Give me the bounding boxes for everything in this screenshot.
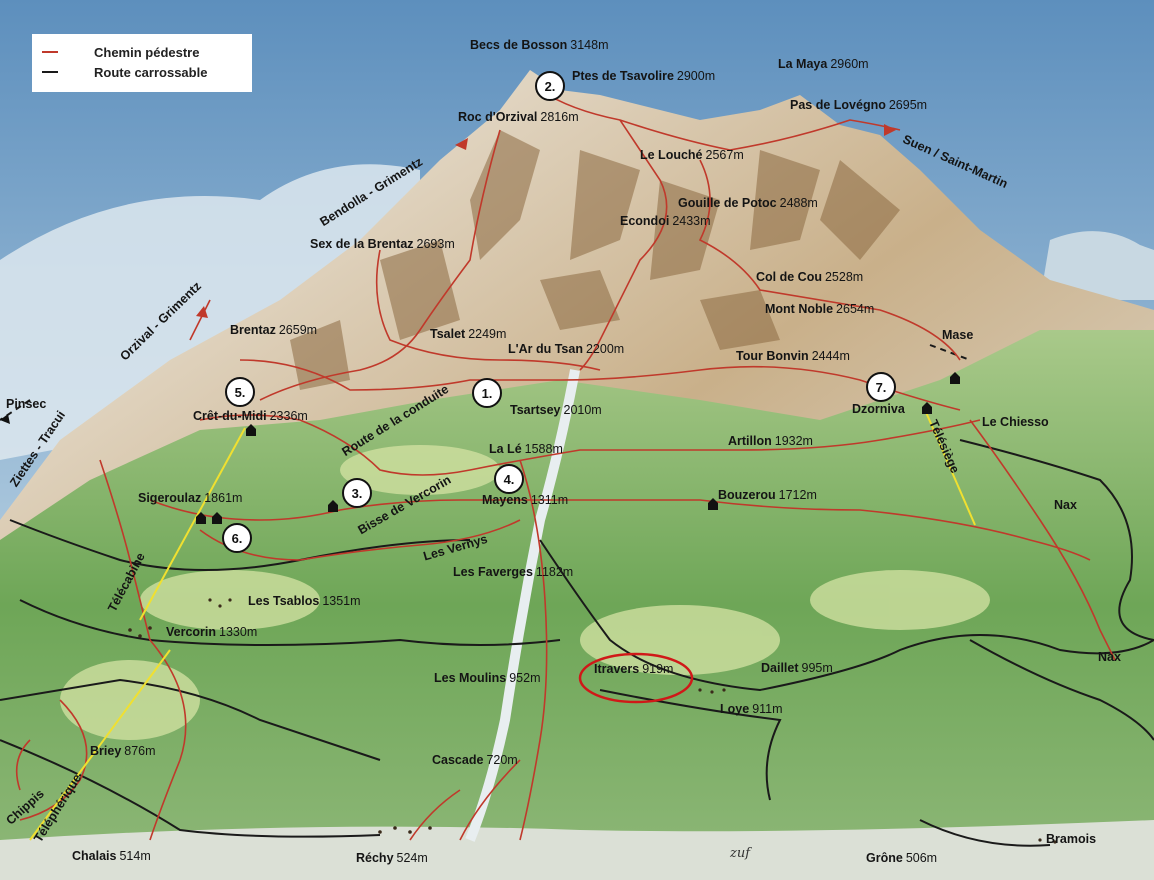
legend-trail: Chemin pédestre [42,42,242,62]
place-label: Nax [1054,498,1077,512]
hut-icon [196,512,206,524]
legend-trail-line [42,51,58,53]
place-label: Bramois [1046,832,1097,846]
route-number-badge: 7. [866,372,896,402]
ski-lifts [29,409,976,841]
route-number-badge: 4. [494,464,524,494]
ravine [465,369,580,842]
place-label: Mase [942,328,974,342]
valley-floor [0,820,1154,880]
hut-icon [950,372,960,384]
distant-ridge [1040,231,1154,300]
place-label: Le Chiesso [982,415,1049,429]
meadows [60,445,990,740]
map-legend: Chemin pédestre Route carrossable [32,34,252,92]
itravers-highlight [578,652,694,704]
hut-icon [708,498,718,510]
route-number-badge: 5. [225,377,255,407]
route-number-badge: 3. [342,478,372,508]
hut-icon [246,424,256,436]
artist-signature: zuf [730,846,751,861]
forest-slopes [0,330,1154,880]
legend-road-label: Route carrossable [94,64,208,80]
legend-road-line [42,71,58,73]
place-label: Nax [1098,650,1121,664]
hut-icon [212,512,222,524]
hiking-trails [15,89,1116,841]
hut-icon [328,500,338,512]
place-label: Dzorniva [852,402,905,416]
route-number-badge: 1. [472,378,502,408]
route-number-badge: 6. [222,523,252,553]
roads [0,344,1154,847]
place-label: Pinsec [6,397,47,411]
route-number-badge: 2. [535,71,565,101]
legend-road: Route carrossable [42,62,242,82]
village-dots [128,598,1057,844]
hut-icon [922,402,932,414]
direction-arrows [0,124,896,424]
rock-shading [290,130,900,390]
legend-trail-label: Chemin pédestre [94,44,200,60]
